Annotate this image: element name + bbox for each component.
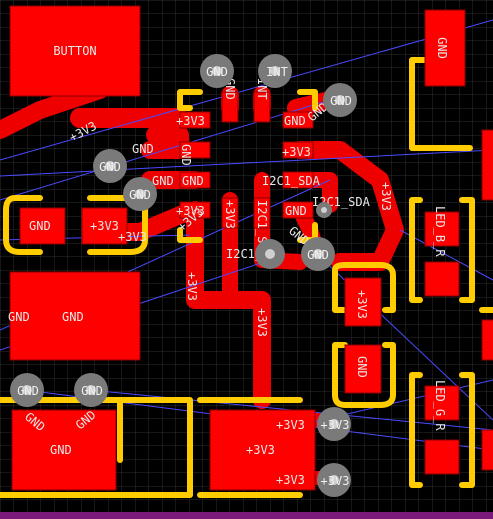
via-gnd-upper-right-label: GND bbox=[330, 94, 352, 108]
trace-3v3-label-mid: +3V3 bbox=[118, 230, 147, 244]
gnd-pad-top-right[interactable] bbox=[424, 9, 466, 87]
via-gnd-left-2-label: GND bbox=[129, 188, 151, 202]
connector-right-edge[interactable] bbox=[481, 129, 493, 201]
ic-pad-2[interactable] bbox=[179, 141, 211, 159]
via-3v3-bottom-1-label: +3V3 bbox=[321, 418, 350, 432]
ic-pad-bot-1[interactable] bbox=[221, 197, 239, 229]
cap-right-3v3-pad[interactable] bbox=[344, 277, 382, 327]
ic-pad-1[interactable] bbox=[179, 111, 211, 129]
ic-pad-6[interactable] bbox=[282, 141, 314, 159]
cap-left-3v3-pad[interactable] bbox=[81, 207, 128, 245]
trace-3v3-label-vert-1: +3V3 bbox=[185, 272, 199, 301]
led-g-label: LED_G_R bbox=[433, 380, 447, 431]
cap-right-gnd-pad[interactable] bbox=[344, 344, 382, 394]
via-gnd-bottom-left-1[interactable]: GND bbox=[10, 373, 44, 407]
ic-pad-4[interactable] bbox=[179, 201, 211, 219]
ic-pad-3[interactable] bbox=[179, 171, 211, 189]
via-int-top-label: INT bbox=[266, 65, 288, 79]
board-edge-bottom bbox=[0, 512, 493, 519]
ic-pad-4-label: +3V3 bbox=[176, 204, 205, 218]
button-pad[interactable] bbox=[9, 5, 141, 97]
ic-pad-bot-2[interactable] bbox=[253, 197, 271, 229]
ic-pad-1-label: +3V3 bbox=[176, 114, 205, 128]
bottom-3v3-label-2: +3V3 bbox=[276, 473, 305, 487]
ic-sda-label: I2C1_SDA bbox=[262, 174, 321, 188]
copper-pads: BUTTON GND bbox=[9, 5, 493, 491]
connector-right-edge-2[interactable] bbox=[481, 319, 493, 361]
vias: GND INT GND GND GND GND GND bbox=[10, 54, 357, 497]
trace-3v3-label-vert-2: +3V3 bbox=[255, 308, 269, 337]
led-b-pad-1[interactable] bbox=[424, 211, 460, 247]
ic-pad-8-label: GND bbox=[285, 204, 307, 218]
via-gnd-bottom-left-2-label: GND bbox=[81, 384, 103, 398]
led-b-label: LED_B_R bbox=[433, 206, 447, 257]
ic-pad-3-label-b: GND bbox=[182, 174, 204, 188]
via-gnd-mid-right[interactable]: GND bbox=[301, 237, 335, 271]
ic-pad-8[interactable] bbox=[282, 201, 314, 219]
big-gnd-label-a: GND bbox=[8, 310, 30, 324]
ic-bot-3v3-label: +3V3 bbox=[223, 200, 237, 229]
cap-right-3v3-label: +3V3 bbox=[355, 290, 369, 319]
gnd-pad-top-right-label: GND bbox=[435, 37, 449, 59]
cap-left-3v3-label: +3V3 bbox=[90, 219, 119, 233]
bottom-3v3-label-1: +3V3 bbox=[276, 418, 305, 432]
via-gnd-upper-right[interactable]: GND bbox=[323, 83, 357, 117]
led-g-pad-2[interactable] bbox=[424, 439, 460, 475]
via-int-top[interactable]: INT bbox=[258, 54, 292, 88]
trace-gnd-label-ic-rot: GND bbox=[179, 144, 193, 166]
trace-3v3-label-right: +3V3 bbox=[379, 182, 393, 211]
via-3v3-bottom-2-label: +3V3 bbox=[321, 474, 350, 488]
ic-pad-5-label: GND bbox=[284, 114, 306, 128]
via-gnd-mid-right-label: GND bbox=[307, 248, 329, 262]
ic-pad-top-1[interactable] bbox=[221, 91, 239, 123]
button-pad-label: BUTTON bbox=[53, 44, 96, 58]
big-gnd-pad-left[interactable] bbox=[9, 271, 141, 361]
big-3v3-pad-bottom[interactable] bbox=[209, 409, 316, 491]
ic-pad-5[interactable] bbox=[282, 111, 314, 129]
cap-right-gnd-label: GND bbox=[355, 356, 369, 378]
led-g-pad-1[interactable] bbox=[424, 385, 460, 421]
ic-pad-2-label: GND bbox=[132, 142, 154, 156]
cap-left-gnd-label: GND bbox=[29, 219, 51, 233]
via-gnd-bottom-left-2[interactable]: GND bbox=[74, 373, 108, 407]
big-gnd-pad-bottom-left[interactable] bbox=[11, 409, 117, 491]
ic-pad-top-2[interactable] bbox=[253, 91, 271, 123]
via-3v3-bottom-2[interactable]: +3V3 bbox=[317, 463, 351, 497]
via-gnd-left-1[interactable]: GND bbox=[93, 149, 127, 183]
via-gnd-top[interactable]: GND bbox=[200, 54, 234, 88]
via-gnd-left-1-label: GND bbox=[99, 160, 121, 174]
connector-right-edge-3[interactable] bbox=[481, 429, 493, 471]
via-sda-small[interactable] bbox=[316, 202, 332, 218]
via-gnd-top-label: GND bbox=[206, 65, 228, 79]
big-gnd-label-b: GND bbox=[62, 310, 84, 324]
cap-left-gnd-pad[interactable] bbox=[19, 207, 66, 245]
ic-pad-3-label-a: GND bbox=[152, 174, 174, 188]
ic-pad-7[interactable] bbox=[282, 171, 314, 189]
via-gnd-bottom-left-1-label: GND bbox=[17, 384, 39, 398]
via-gnd-left-2[interactable]: GND bbox=[123, 177, 157, 211]
via-scl[interactable] bbox=[255, 239, 285, 269]
ic-pad-6-label: +3V3 bbox=[282, 145, 311, 159]
big-gnd-bottom-label: GND bbox=[50, 443, 72, 457]
big-3v3-bottom-label: +3V3 bbox=[246, 443, 275, 457]
via-3v3-bottom-1[interactable]: +3V3 bbox=[317, 407, 351, 441]
led-b-pad-2[interactable] bbox=[424, 261, 460, 297]
